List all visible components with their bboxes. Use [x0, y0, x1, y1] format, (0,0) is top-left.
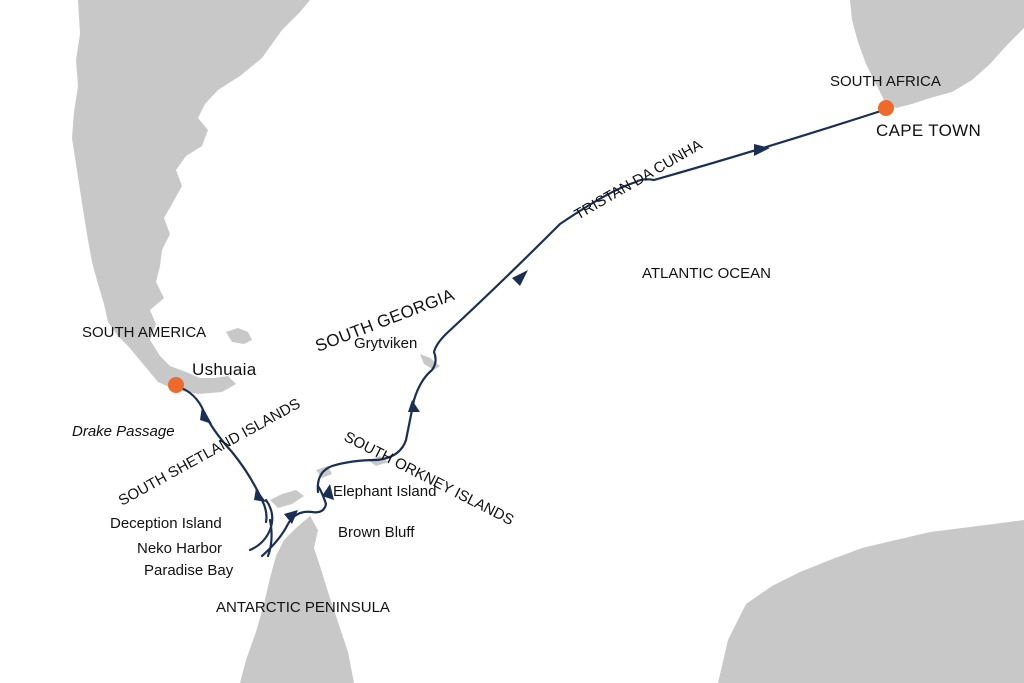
route-ushuaia-to-shetlands — [174, 384, 268, 524]
route-peninsula-loop — [248, 484, 328, 558]
arrow-icon — [512, 270, 528, 286]
label-drake-passage: Drake Passage — [72, 423, 175, 440]
label-neko-harbor: Neko Harbor — [137, 540, 222, 557]
label-deception-island: Deception Island — [110, 515, 222, 532]
arrow-icon — [200, 406, 212, 424]
route-layer — [174, 108, 886, 558]
arrow-icon — [322, 484, 334, 500]
direction-arrows — [200, 144, 770, 524]
land-layer — [72, 0, 1024, 683]
label-south-shetland-islands: SOUTH SHETLAND ISLANDS — [116, 395, 304, 509]
route-elephant-to-orkney — [316, 398, 416, 494]
antarctic-peninsula-landmass — [240, 516, 354, 683]
south-shetland-islands — [270, 490, 304, 508]
arrow-icon — [254, 488, 266, 502]
arrow-icon — [754, 144, 770, 156]
label-grytviken: Grytviken — [354, 335, 417, 352]
arrow-icon — [408, 400, 420, 412]
label-ushuaia: Ushuaia — [192, 360, 257, 379]
label-south-america: SOUTH AMERICA — [82, 324, 206, 341]
label-layer: SOUTH AMERICA Ushuaia Drake Passage SOUT… — [72, 73, 981, 616]
south-georgia-land — [420, 354, 440, 370]
label-paradise-bay: Paradise Bay — [144, 562, 234, 579]
label-south-orkney-islands: SOUTH ORKNEY ISLANDS — [341, 428, 516, 529]
label-atlantic-ocean: ATLANTIC OCEAN — [642, 265, 771, 282]
label-south-africa: SOUTH AFRICA — [830, 73, 941, 90]
route-tristan-to-capetown — [634, 108, 886, 184]
arrow-icon — [284, 510, 298, 524]
label-brown-bluff: Brown Bluff — [338, 524, 415, 541]
route-georgia-to-tristan — [412, 180, 638, 402]
label-elephant-island: Elephant Island — [333, 483, 436, 500]
antarctica-landmass — [718, 520, 1024, 683]
falkland-islands — [226, 328, 252, 344]
cape-town-port-marker — [878, 100, 894, 116]
south-africa-landmass — [850, 0, 1024, 108]
ushuaia-port-marker — [168, 377, 184, 393]
label-antarctic-peninsula: ANTARCTIC PENINSULA — [216, 599, 390, 616]
south-america-landmass — [72, 0, 310, 394]
label-cape-town: CAPE TOWN — [876, 121, 981, 140]
label-tristan-da-cunha: TRISTAN DA CUNHA — [572, 136, 706, 223]
